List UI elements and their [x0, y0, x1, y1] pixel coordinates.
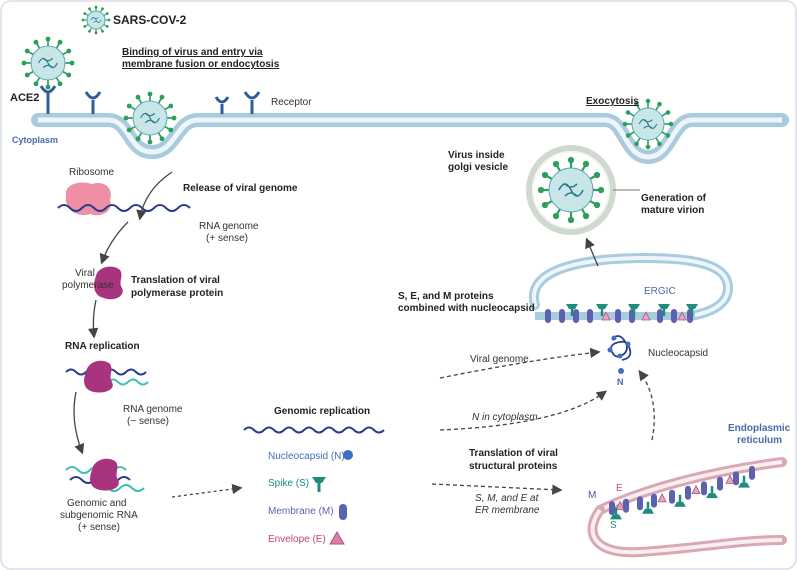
ace2-receptor — [39, 85, 57, 114]
ribosome-label: Ribosome — [69, 167, 114, 178]
sme-label-line2: ER membrane — [475, 505, 540, 516]
viral-polymerase-icon — [94, 266, 123, 300]
binding-label-line1: Binding of virus and entry via — [122, 47, 263, 58]
legend-spike-label: Spike (S) — [268, 478, 309, 489]
polymerase-replication-icon — [84, 360, 113, 393]
n-in-cytoplasm-label: N in cytoplasm — [472, 412, 538, 423]
membrane-protein-icon — [339, 504, 347, 520]
e-short-label: E — [616, 483, 623, 494]
legend-envelope-label: Envelope (E) — [268, 534, 326, 545]
translation-label-line1: Translation of viral — [131, 275, 220, 286]
receptor-1 — [84, 91, 102, 114]
arrow-to-golgi — [585, 237, 599, 267]
ribosome-icon — [65, 182, 111, 216]
sme-label-line1: S, M, and E at — [475, 493, 540, 504]
binding-label-line2: membrane fusion or endocytosis — [122, 59, 280, 70]
receptor-label: Receptor — [271, 97, 312, 108]
n-protein-dot — [618, 368, 624, 374]
release-label: Release of viral genome — [183, 183, 298, 194]
rna-genome-plus — [57, 204, 191, 212]
nucleocapsid-icon — [607, 335, 632, 361]
mature-virion-label-line1: Generation of — [641, 193, 707, 204]
arrow-viral-genome — [439, 347, 601, 379]
genomic-replication-label: Genomic replication — [274, 406, 370, 417]
diagram-title: SARS-COV-2 — [113, 13, 187, 27]
virus-endocytosis — [123, 91, 177, 145]
rna-minus-label-line1: RNA genome — [123, 404, 183, 415]
er-proteins — [609, 465, 755, 520]
viral-genome-label: Viral genome — [470, 354, 529, 365]
mature-virion-label-line2: mature virion — [641, 205, 704, 216]
genomic-replication-rna — [243, 426, 385, 434]
legend: Nucleocapsid (N) Spike (S) Membrane (M) … — [268, 450, 353, 545]
translation-struct-label-line2: structural proteins — [469, 461, 558, 472]
sem-label-line2: combined with nucleocapsid — [398, 303, 535, 314]
arrow-release — [136, 171, 173, 221]
viral-polymerase-label-line2: polymerase — [62, 280, 114, 291]
rna-strand-minus-replication — [107, 378, 149, 386]
legend-membrane-label: Membrane (M) — [268, 506, 334, 517]
virus-binding-ace2 — [21, 36, 75, 90]
viral-polymerase-label-line1: Viral — [75, 268, 95, 279]
exocytosis-label: Exocytosis — [586, 96, 639, 107]
rna-plus-label-line2: (+ sense) — [206, 233, 248, 244]
rna-minus-label-line2: (− sense) — [127, 416, 169, 427]
genomic-label-line2: subgenomic RNA — [60, 510, 138, 521]
virus-golgi-label-line2: golgi vesicle — [448, 162, 508, 173]
er-label-line1: Endoplasmic — [728, 423, 791, 434]
title-virus-icon — [81, 5, 111, 35]
translation-struct-label-line1: Translation of viral — [469, 448, 558, 459]
arrow-to-genomic — [73, 391, 85, 455]
er-label-line2: reticulum — [737, 435, 782, 446]
spike-icon — [312, 477, 326, 492]
ergic-proteins — [545, 304, 698, 323]
polymerase-genomic-icon — [90, 458, 119, 491]
arrow-er-to-ergic — [638, 369, 655, 441]
genomic-label-line3: (+ sense) — [78, 522, 120, 533]
cytoplasm-label: Cytoplasm — [12, 135, 58, 145]
virus-exocytosis — [622, 98, 674, 150]
ace2-label: ACE2 — [10, 92, 39, 104]
circle-icon — [343, 450, 353, 460]
s-short-label: S — [610, 520, 617, 531]
nucleocapsid-label: Nucleocapsid — [648, 348, 708, 359]
cell-membrane — [31, 113, 789, 165]
rna-replication-label: RNA replication — [65, 341, 140, 352]
virus-in-golgi — [537, 156, 605, 224]
virus-golgi-label-line1: Virus inside — [448, 150, 505, 161]
rna-plus-label-line1: RNA genome — [199, 221, 259, 232]
n-short-label: N — [617, 377, 624, 387]
m-short-label: M — [588, 490, 596, 501]
arrow-to-polymerase — [99, 221, 129, 265]
ergic-label: ERGIC — [644, 286, 676, 297]
endoplasmic-reticulum — [587, 457, 787, 558]
genomic-label-line1: Genomic and — [67, 498, 126, 509]
receptor-3 — [243, 91, 261, 114]
sem-label-line1: S, E, and M proteins — [398, 291, 494, 302]
arrow-to-replication — [87, 299, 99, 339]
arrow-n-cytoplasm — [439, 390, 608, 431]
arrow-to-er — [431, 483, 563, 495]
triangle-icon — [329, 531, 345, 545]
receptor-2 — [214, 96, 230, 114]
translation-label-line2: polymerase protein — [131, 288, 223, 299]
legend-nucleocapsid-label: Nucleocapsid (N) — [268, 451, 345, 462]
